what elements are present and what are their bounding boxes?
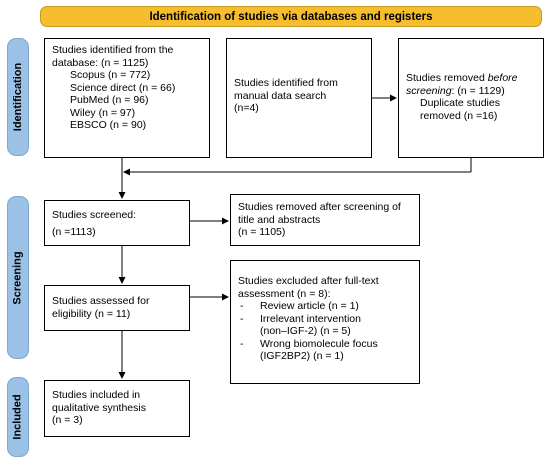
- header-title: Identification of studies via databases …: [149, 10, 433, 23]
- manual-line-3: (n=4): [234, 102, 259, 114]
- removed-before-text-2b: : (n = 1129): [451, 84, 505, 97]
- database-title-1: Studies identified from the: [52, 44, 174, 56]
- eligibility-box: Studies assessed for eligibility (n = 11…: [44, 285, 190, 331]
- source-scopus: Scopus (n = 772): [70, 69, 151, 81]
- included-line-3: (n = 3): [52, 414, 83, 426]
- removed-after-line-3: (n = 1105): [238, 226, 286, 238]
- removed-before-text-2a: screening: [406, 84, 452, 97]
- header-banner: Identification of studies via databases …: [40, 6, 542, 27]
- excluded-reason-2b: (non–IGF-2) (n = 5): [260, 325, 351, 337]
- excluded-reason-3a: Wrong biomolecule focus: [238, 338, 412, 351]
- removed-after-line-2: title and abstracts: [238, 213, 321, 226]
- source-wiley: Wiley (n = 97): [70, 106, 136, 119]
- source-ebsco: EBSCO (n = 90): [70, 119, 147, 131]
- manual-line-2: manual data search: [234, 89, 327, 102]
- removed-after-line-1: Studies removed after screening of: [238, 201, 401, 213]
- phase-screening: Screening: [7, 196, 29, 359]
- source-pubmed: PubMed (n = 96): [70, 94, 149, 106]
- manual-search-box: Studies identified from manual data sear…: [226, 38, 372, 158]
- database-box: Studies identified from the database: (n…: [44, 38, 210, 158]
- excluded-line-2: assessment (n = 8):: [238, 287, 331, 300]
- removed-before-text-1a: Studies removed: [406, 72, 488, 84]
- included-line-1: Studies included in: [52, 389, 141, 401]
- excluded-reason-1: Review article (n = 1): [238, 300, 412, 313]
- manual-line-1: Studies identified from: [234, 77, 338, 89]
- excluded-line-1: Studies excluded after full-text: [238, 275, 379, 287]
- included-line-2: qualitative synthesis: [52, 401, 146, 414]
- removed-before-line-1: Studies removed before: [406, 72, 536, 85]
- phase-identification: Identification: [7, 38, 29, 156]
- removed-before-line-4: removed (n =16): [420, 109, 498, 122]
- screened-box: Studies screened: (n =1113): [44, 200, 190, 246]
- removed-before-line-2: screening: (n = 1129): [406, 85, 536, 98]
- screened-line-2: (n =1113): [52, 225, 96, 238]
- removed-before-text-1b: before: [487, 72, 518, 84]
- screened-line-1: Studies screened:: [52, 209, 137, 221]
- removed-after-box: Studies removed after screening of title…: [230, 194, 420, 246]
- eligibility-line-2: eligibility (n = 11): [52, 307, 131, 320]
- included-box: Studies included in qualitative synthesi…: [44, 380, 190, 437]
- removed-before-box: Studies removed before screening: (n = 1…: [398, 38, 544, 158]
- removed-before-line-3: Duplicate studies: [420, 97, 500, 109]
- source-science-direct: Science direct (n = 66): [70, 81, 176, 94]
- database-title-2: database: (n = 1125): [52, 56, 149, 69]
- phase-included: Included: [7, 377, 29, 457]
- excluded-reason-2a: Irrelevant intervention: [238, 313, 412, 326]
- excluded-box: Studies excluded after full-text assessm…: [230, 260, 420, 384]
- excluded-reason-3b: (IGF2BP2) (n = 1): [260, 350, 344, 362]
- eligibility-line-1: Studies assessed for: [52, 295, 150, 307]
